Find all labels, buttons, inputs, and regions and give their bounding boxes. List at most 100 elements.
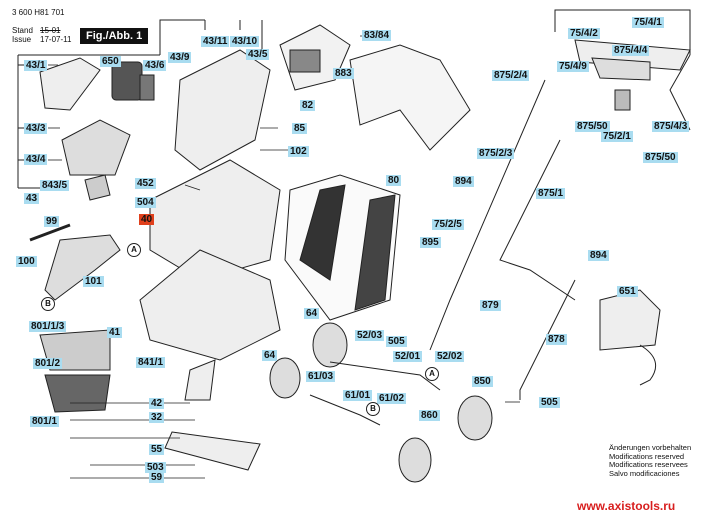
- label-99: 99: [44, 216, 60, 227]
- label-505-lower: 505: [539, 397, 560, 408]
- label-875-1: 875/1: [536, 188, 566, 199]
- label-52-02: 52/02: [435, 351, 465, 362]
- label-878: 878: [546, 334, 567, 345]
- part-number: 3 600 H81 701: [12, 8, 65, 17]
- label-75-4-1: 75/4/1: [632, 17, 664, 28]
- charger-shape: [599, 289, 661, 351]
- label-40-highlighted: 40: [139, 214, 155, 225]
- handle-tube-875-1: [499, 139, 576, 301]
- label-895: 895: [420, 237, 441, 248]
- clip-shape: [84, 174, 111, 201]
- label-75-4-9: 75/4/9: [557, 61, 589, 72]
- axle-52-01: [329, 361, 441, 391]
- label-75-4-2: 75/4/2: [568, 28, 600, 39]
- label-801-2: 801/2: [33, 358, 63, 369]
- label-43-6: 43/6: [143, 60, 167, 71]
- label-43-5: 43/5: [246, 49, 270, 60]
- label-875-2-4: 875/2/4: [492, 70, 530, 81]
- lever-101-shape: [44, 234, 121, 301]
- label-101: 101: [83, 276, 104, 287]
- handle-tube-878: [519, 279, 576, 400]
- label-52-03: 52/03: [355, 330, 385, 341]
- label-82: 82: [300, 100, 316, 111]
- issue-value: 17-07-11: [40, 35, 72, 44]
- label-100: 100: [16, 256, 37, 267]
- deck-shape: [139, 249, 281, 361]
- label-85: 85: [292, 123, 308, 134]
- note-en: Modifications reserved: [609, 451, 685, 461]
- battery-cover-shape: [39, 57, 101, 111]
- note-fr: Modifications reservees: [609, 460, 688, 469]
- label-43-3: 43/3: [24, 123, 48, 134]
- label-875-4-3: 875/4/3: [652, 121, 690, 132]
- handle-bracket: [554, 9, 691, 55]
- label-42: 42: [149, 398, 165, 409]
- wheel-shapes: [269, 322, 493, 483]
- label-43-1: 43/1: [24, 60, 48, 71]
- label-61-01: 61/01: [343, 390, 373, 401]
- label-43-11: 43/11: [201, 36, 230, 47]
- label-80: 80: [386, 175, 402, 186]
- label-61-03: 61/03: [306, 371, 336, 382]
- callout-b-left: B: [41, 297, 55, 311]
- label-43-9: 43/9: [168, 52, 192, 63]
- label-650: 650: [100, 56, 121, 67]
- website-link[interactable]: www.axistools.ru: [577, 499, 676, 513]
- label-841-1: 841/1: [136, 357, 166, 368]
- stand-value: 15-01: [40, 26, 61, 35]
- label-52-01: 52/01: [393, 351, 423, 362]
- label-894-upper: 894: [453, 176, 474, 187]
- label-32: 32: [149, 412, 165, 423]
- axle-61-01: [309, 394, 381, 426]
- label-801-1: 801/1: [30, 416, 60, 427]
- label-879: 879: [480, 300, 501, 311]
- label-55: 55: [149, 444, 165, 455]
- label-102: 102: [288, 146, 309, 157]
- note-es: Salvo modificaciones: [609, 468, 680, 478]
- label-875-50-lower: 875/50: [643, 152, 678, 163]
- battery-indicator-shape: [139, 74, 155, 101]
- stand-label: Stand: [12, 26, 33, 35]
- callout-a-left: A: [127, 243, 141, 257]
- issue-label: Issue: [12, 35, 32, 44]
- label-43-10: 43/10: [230, 36, 260, 47]
- motor-shape: [44, 374, 111, 413]
- spring-99-shape: [29, 223, 71, 242]
- label-875-2-3: 875/2/3: [477, 148, 515, 159]
- label-43-group: 43: [24, 193, 40, 204]
- leader-lines: [48, 9, 660, 479]
- label-61-02: 61/02: [377, 393, 407, 404]
- figure-title: Fig./Abb. 1: [80, 28, 149, 44]
- callout-b-right: B: [366, 402, 380, 416]
- battery-housing-shape: [61, 119, 131, 176]
- label-503: 503: [145, 462, 166, 473]
- label-452: 452: [135, 178, 156, 189]
- label-875-4-4: 875/4/4: [612, 45, 650, 56]
- label-651: 651: [617, 286, 638, 297]
- label-83-84: 83/84: [362, 30, 392, 41]
- callout-a-right: A: [425, 367, 439, 381]
- note-de: Änderungen vorbehalten: [609, 443, 692, 452]
- blade-shape: [164, 431, 261, 471]
- label-75-2-1: 75/2/1: [601, 131, 633, 142]
- label-875-50-upper: 875/50: [575, 121, 610, 132]
- label-801-1-3: 801/1/3: [29, 321, 67, 332]
- label-59: 59: [149, 472, 165, 483]
- label-850: 850: [472, 376, 493, 387]
- label-860: 860: [419, 410, 440, 421]
- chassis-shape: [149, 159, 281, 281]
- label-64-lower: 64: [262, 350, 278, 361]
- modification-notes: Änderungen vorbehalten Modifications res…: [609, 443, 692, 478]
- mulch-plug-shape: [184, 359, 216, 401]
- group-bracket-lines: [17, 19, 263, 189]
- label-43-4: 43/4: [24, 154, 48, 165]
- label-504: 504: [135, 197, 156, 208]
- upper-housing-shape: [174, 49, 271, 171]
- label-75-2-5: 75/2/5: [432, 219, 464, 230]
- label-41: 41: [107, 327, 123, 338]
- label-64-upper: 64: [304, 308, 320, 319]
- label-843-5: 843/5: [40, 180, 70, 191]
- battery-shape: [111, 61, 143, 101]
- handle-883-shape: [349, 44, 471, 151]
